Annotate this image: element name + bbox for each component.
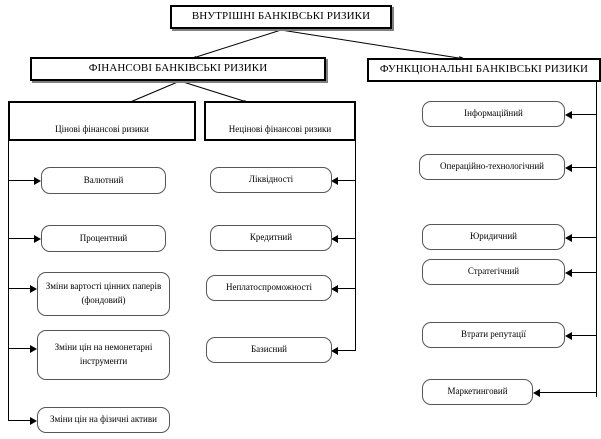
functional-risks-node[interactable]: ФУНКЦІОНАЛЬНІ БАНКІВСЬКІ РИЗИКИ xyxy=(367,58,601,82)
leaf-stratehichnyi[interactable]: Стратегічний xyxy=(422,259,565,285)
nonprice-risks-group[interactable]: Нецінові фінансові ризики xyxy=(204,101,356,141)
leaf-kredytnyi[interactable]: Кредитний xyxy=(210,225,332,251)
price-risks-group[interactable]: Цінові фінансові ризики xyxy=(8,101,196,141)
functional-arrow-2 xyxy=(565,164,572,172)
nonprice-arrow-4 xyxy=(331,347,338,355)
leaf-protsentnyi[interactable]: Процентний xyxy=(41,225,166,252)
functional-connector-4 xyxy=(572,272,597,273)
nonprice-arrow-3 xyxy=(331,285,338,293)
root-node[interactable]: ВНУТРІШНІ БАНКІВСЬКІ РИЗИКИ xyxy=(170,5,392,29)
nonprice-connector-3 xyxy=(338,288,356,289)
price-arrow-3 xyxy=(30,285,37,293)
price-arrow-1 xyxy=(34,177,41,185)
functional-connector-3 xyxy=(572,237,597,238)
functional-spine xyxy=(596,82,597,397)
functional-arrow-1 xyxy=(565,111,572,119)
leaf-marketynhovyi[interactable]: Маркетинговий xyxy=(422,379,533,405)
nonprice-connector-1 xyxy=(338,180,356,181)
nonprice-arrow-2 xyxy=(331,235,338,243)
leaf-zminy-vartosti-tsinnykh-paperiv[interactable]: Зміни вартості цінних паперів (фондовий) xyxy=(37,272,170,316)
nonprice-spine xyxy=(355,104,356,350)
price-arrow-4 xyxy=(30,345,37,353)
price-connector-3 xyxy=(8,288,30,289)
functional-connector-1 xyxy=(572,114,597,115)
leaf-zminy-tsin-nemonetarni[interactable]: Зміни цін на немонетарні інструменти xyxy=(37,330,170,380)
price-connector-2 xyxy=(8,238,34,239)
leaf-vtraty-reputatsii[interactable]: Втрати репутації xyxy=(422,322,565,348)
price-arrow-5 xyxy=(30,417,37,425)
price-arrow-2 xyxy=(34,235,41,243)
price-connector-1 xyxy=(8,180,34,181)
functional-arrow-3 xyxy=(565,234,572,242)
leaf-yurydychnyi[interactable]: Юридичний xyxy=(422,224,565,250)
price-connector-4 xyxy=(8,348,30,349)
leaf-likvidnosti[interactable]: Ліквідності xyxy=(210,167,332,193)
nonprice-connector-2 xyxy=(338,238,356,239)
functional-connector-2 xyxy=(572,167,597,168)
leaf-bazysnyi[interactable]: Базисний xyxy=(206,337,332,363)
leaf-operatsiino-tekhnolohichnyi[interactable]: Операційно-технологічний xyxy=(419,154,565,180)
price-spine xyxy=(8,104,9,421)
functional-arrow-4 xyxy=(565,269,572,277)
functional-arrow-6 xyxy=(533,389,540,397)
financial-risks-node[interactable]: ФІНАНСОВІ БАНКІВСЬКІ РИЗИКИ xyxy=(30,57,326,81)
leaf-neplatospromozhnosti[interactable]: Неплатоспроможності xyxy=(206,275,332,301)
price-connector-5 xyxy=(8,420,30,421)
nonprice-arrow-1 xyxy=(331,177,338,185)
functional-connector-5 xyxy=(572,335,597,336)
functional-connector-6 xyxy=(540,392,597,393)
leaf-informatsiinyi[interactable]: Інформаційний xyxy=(422,101,565,127)
leaf-zminy-tsin-fizychni-aktyvy[interactable]: Зміни цін на фізичні активи xyxy=(37,407,170,433)
functional-arrow-5 xyxy=(565,332,572,340)
leaf-valyutnyi[interactable]: Валютний xyxy=(41,167,166,194)
nonprice-connector-4 xyxy=(338,350,356,351)
